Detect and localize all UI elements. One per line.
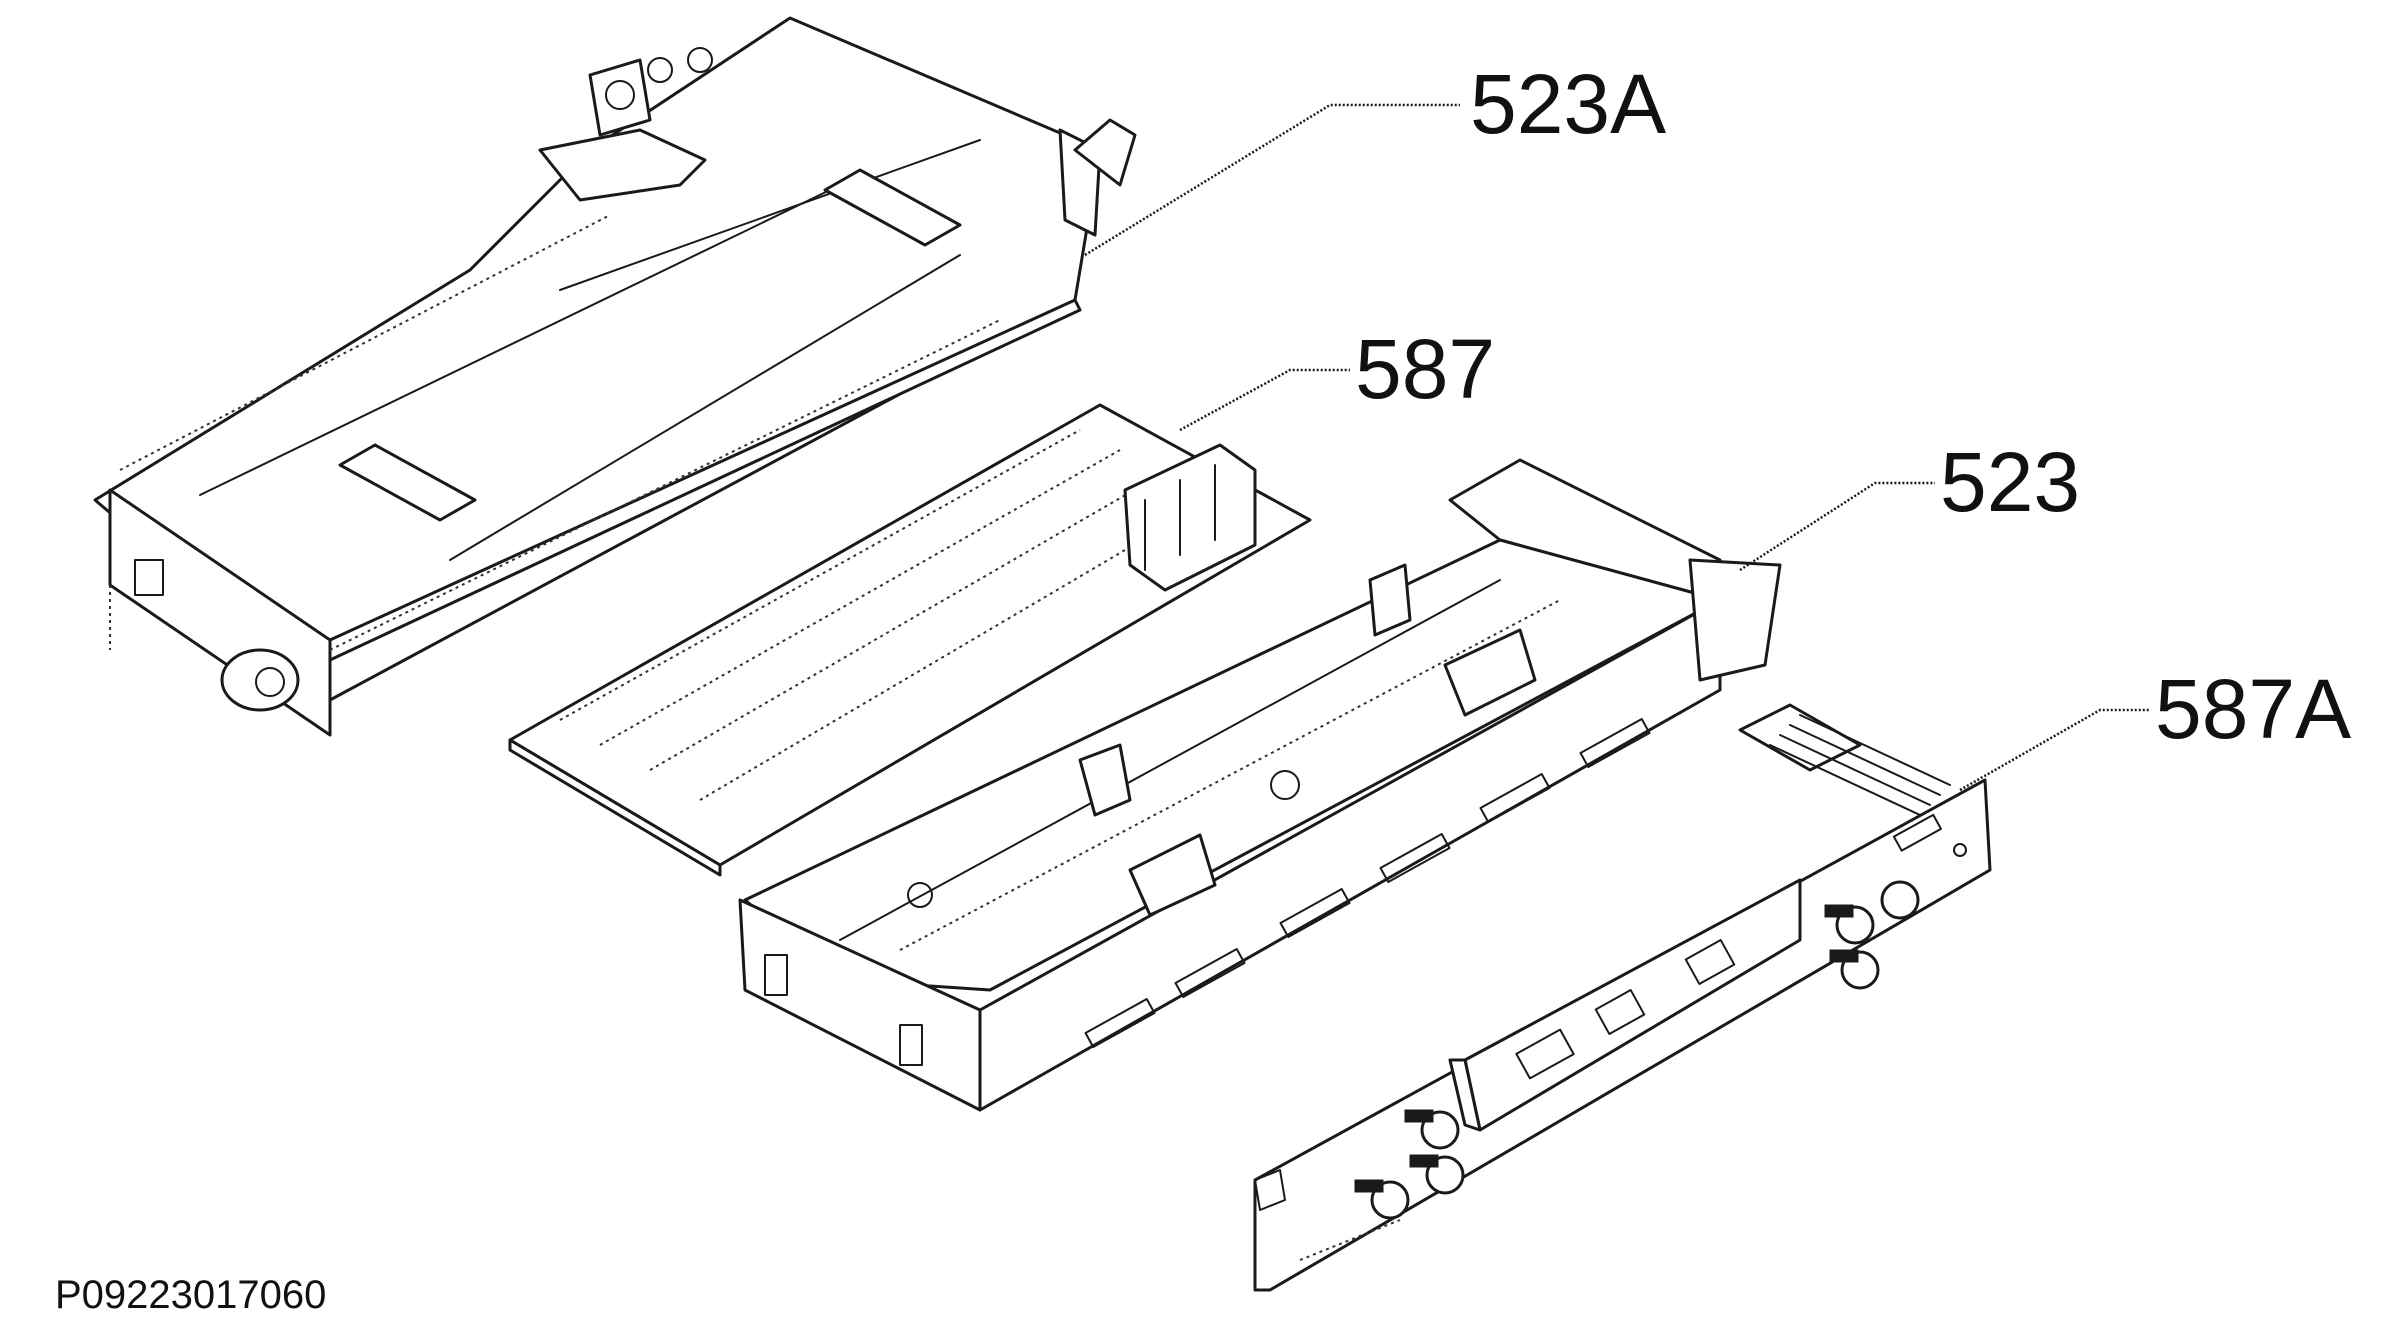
part-523a-cover — [93, 16, 1137, 737]
callout-587: 587 — [1355, 322, 1495, 416]
part-523-housing — [738, 458, 1782, 1112]
callout-587a: 587A — [2155, 662, 2351, 756]
part-587-circuit-board — [508, 403, 1312, 877]
leader-lines — [1084, 103, 2150, 792]
callout-523a: 523A — [1470, 57, 1666, 151]
panel-buttons — [1354, 880, 1920, 1220]
callout-523: 523 — [1940, 435, 2080, 529]
drawing-id: P09223017060 — [55, 1273, 326, 1317]
part-587a-control-panel — [1253, 703, 1992, 1292]
